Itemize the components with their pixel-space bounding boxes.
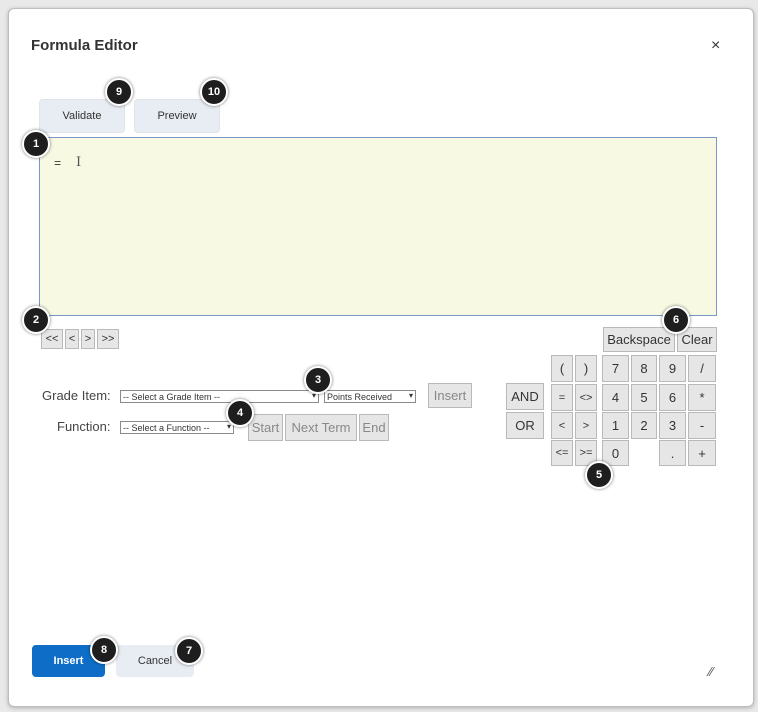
key-5-button[interactable]: 5: [631, 384, 657, 411]
backspace-button[interactable]: Backspace: [603, 327, 675, 352]
key-3-button[interactable]: 3: [659, 412, 686, 439]
grade-item-select[interactable]: -- Select a Grade Item -- ▾: [120, 390, 319, 403]
nav-next-button[interactable]: >: [81, 329, 95, 349]
callout-badge-8: 8: [90, 636, 118, 664]
callout-badge-10: 10: [200, 78, 228, 106]
callout-badge-7: 7: [175, 637, 203, 665]
formula-prefix: =: [54, 157, 62, 171]
preview-button[interactable]: Preview: [134, 99, 220, 133]
nav-prev-button[interactable]: <: [65, 329, 79, 349]
key-7-button[interactable]: 7: [602, 355, 629, 382]
grade-item-label: Grade Item:: [42, 388, 111, 403]
callout-badge-2: 2: [22, 306, 50, 334]
nav-last-button[interactable]: >>: [97, 329, 119, 349]
key-2-button[interactable]: 2: [631, 412, 657, 439]
function-end-button[interactable]: End: [359, 414, 389, 441]
paren-open-button[interactable]: (: [551, 355, 573, 382]
function-start-button[interactable]: Start: [248, 414, 283, 441]
key-6-button[interactable]: 6: [659, 384, 686, 411]
chevron-down-icon: ▾: [311, 391, 316, 400]
function-next-term-button[interactable]: Next Term: [285, 414, 357, 441]
nav-first-button[interactable]: <<: [41, 329, 63, 349]
less-equal-button[interactable]: <=: [551, 440, 573, 466]
divide-button[interactable]: /: [688, 355, 716, 382]
subtract-button[interactable]: -: [688, 412, 716, 439]
function-select-value: -- Select a Function --: [123, 422, 210, 433]
callout-badge-6: 6: [662, 306, 690, 334]
greater-than-button[interactable]: >: [575, 412, 597, 439]
decimal-button[interactable]: .: [659, 440, 686, 466]
equals-button[interactable]: =: [551, 384, 573, 411]
multiply-button[interactable]: *: [688, 384, 716, 411]
callout-badge-5: 5: [585, 461, 613, 489]
text-cursor-icon: I: [76, 155, 82, 170]
chevron-down-icon: ▾: [408, 391, 413, 400]
grade-type-select-value: Points Received: [327, 391, 393, 402]
less-than-button[interactable]: <: [551, 412, 573, 439]
and-button[interactable]: AND: [506, 383, 544, 410]
callout-badge-4: 4: [226, 399, 254, 427]
key-4-button[interactable]: 4: [602, 384, 629, 411]
add-button[interactable]: +: [688, 440, 716, 466]
grade-item-select-value: -- Select a Grade Item --: [123, 391, 221, 402]
key-1-button[interactable]: 1: [602, 412, 629, 439]
dialog-title: Formula Editor: [31, 37, 138, 54]
formula-input[interactable]: = I: [39, 137, 717, 316]
function-select[interactable]: -- Select a Function -- ▾: [120, 421, 234, 434]
greater-equal-button[interactable]: >=: [575, 440, 597, 466]
callout-badge-9: 9: [105, 78, 133, 106]
paren-close-button[interactable]: ): [575, 355, 597, 382]
close-icon[interactable]: ×: [711, 37, 721, 54]
key-0-button[interactable]: 0: [602, 440, 629, 466]
key-8-button[interactable]: 8: [631, 355, 657, 382]
resize-handle-icon[interactable]: ⁄⁄: [709, 664, 714, 679]
validate-button[interactable]: Validate: [39, 99, 125, 133]
callout-badge-1: 1: [22, 130, 50, 158]
grade-insert-button[interactable]: Insert: [428, 383, 472, 408]
key-9-button[interactable]: 9: [659, 355, 686, 382]
formula-editor-dialog: Formula Editor × Validate Preview = I <<…: [8, 8, 754, 707]
function-label: Function:: [57, 419, 111, 434]
callout-badge-3: 3: [304, 366, 332, 394]
or-button[interactable]: OR: [506, 412, 544, 439]
grade-type-select[interactable]: Points Received ▾: [324, 390, 416, 403]
not-equal-button[interactable]: <>: [575, 384, 597, 411]
chevron-down-icon: ▾: [226, 422, 231, 431]
